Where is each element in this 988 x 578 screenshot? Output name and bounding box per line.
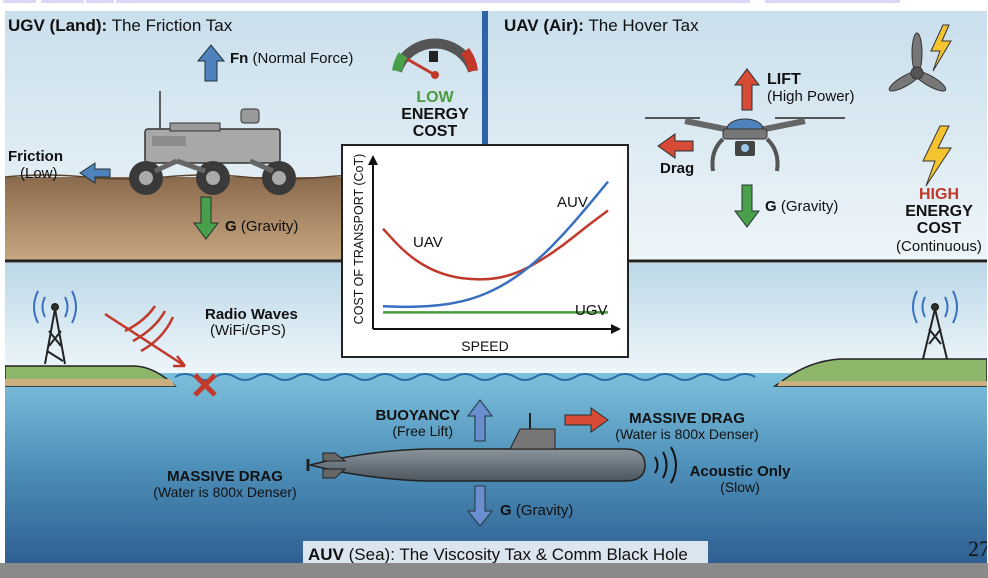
right-radio-tower-icon bbox=[912, 290, 958, 360]
series-line-uav bbox=[382, 209, 609, 281]
auv-gravity-label: G (Gravity) bbox=[500, 502, 573, 519]
series-line-auv bbox=[382, 180, 609, 309]
slide-tab[interactable] bbox=[116, 0, 750, 3]
y-axis-label: COST OF TRANSPORT (CoT) bbox=[352, 154, 366, 325]
lift-sub-label: (High Power) bbox=[767, 88, 855, 105]
low-energy-level: LOW bbox=[416, 89, 454, 106]
infographic: UGV (Land): The Friction Tax Fn (Normal … bbox=[5, 11, 987, 563]
ugv-title: UGV (Land): The Friction Tax bbox=[8, 16, 233, 35]
series-label-uav: UAV bbox=[413, 234, 443, 251]
radio-wave-blocked-icon bbox=[104, 305, 217, 397]
high-energy-line1: ENERGY bbox=[905, 203, 973, 220]
auv-caption-box bbox=[303, 541, 708, 563]
normal-force-arrow-icon bbox=[196, 44, 226, 82]
vertical-divider bbox=[482, 11, 488, 156]
left-radio-tower-icon bbox=[33, 290, 77, 365]
drag-arrow-icon bbox=[657, 133, 694, 159]
buoyancy-arrow-icon bbox=[467, 399, 493, 442]
ugv-gravity-label: G (Gravity) bbox=[225, 218, 298, 235]
low-energy-line1: ENERGY bbox=[401, 106, 469, 123]
cot-chart: SPEED COST OF TRANSPORT (CoT) UAV AUV UG… bbox=[341, 144, 629, 358]
bottom-bar bbox=[0, 563, 988, 578]
drag-label: Drag bbox=[660, 160, 694, 177]
top-slide-tab-strip bbox=[0, 0, 988, 4]
lift-arrow-icon bbox=[734, 68, 760, 111]
friction-arrow-icon bbox=[79, 162, 111, 184]
acoustic-waves-icon bbox=[654, 446, 677, 484]
chart-frame bbox=[341, 144, 629, 358]
series-label-ugv: UGV bbox=[575, 302, 608, 319]
high-energy-level: HIGH bbox=[919, 186, 959, 203]
uav-gravity-label: G (Gravity) bbox=[765, 198, 838, 215]
buoyancy-sub-label: (Free Lift) bbox=[392, 423, 453, 439]
acoustic-label: Acoustic Only bbox=[690, 463, 792, 480]
slide-tab[interactable] bbox=[765, 0, 900, 3]
drone-icon bbox=[645, 117, 845, 172]
lightning-large-icon bbox=[922, 125, 952, 187]
water-surface bbox=[174, 373, 756, 381]
submarine-icon bbox=[306, 413, 646, 482]
high-energy-line2: COST bbox=[917, 220, 962, 237]
normal-force-label: Fn (Normal Force) bbox=[230, 50, 353, 67]
low-energy-line2: COST bbox=[413, 123, 458, 140]
page-number: 27 bbox=[968, 536, 987, 561]
series-label-auv: AUV bbox=[557, 194, 588, 211]
front-drag-arrow-icon bbox=[564, 407, 609, 433]
propeller-icon bbox=[888, 32, 947, 92]
auv-gravity-arrow-icon bbox=[466, 485, 494, 527]
acoustic-sub-label: (Slow) bbox=[720, 479, 760, 495]
buoyancy-label: BUOYANCY bbox=[376, 407, 460, 424]
high-energy-note: (Continuous) bbox=[896, 238, 982, 255]
front-drag-sub-label: (Water is 800x Denser) bbox=[615, 426, 758, 442]
gravity-arrow-icon bbox=[193, 196, 219, 240]
auv-caption: AUV (Sea): The Viscosity Tax & Comm Blac… bbox=[308, 545, 688, 563]
radio-waves-sub-label: (WiFi/GPS) bbox=[210, 322, 286, 339]
lightning-small-icon bbox=[930, 24, 952, 72]
uav-title: UAV (Air): The Hover Tax bbox=[504, 16, 699, 35]
front-drag-label: MASSIVE DRAG bbox=[629, 410, 745, 427]
slide-tab[interactable] bbox=[41, 0, 84, 3]
slide: UGV (Land): The Friction Tax Fn (Normal … bbox=[5, 11, 987, 563]
uav-gravity-arrow-icon bbox=[734, 184, 760, 228]
friction-sub-label: (Low) bbox=[20, 165, 58, 182]
rear-drag-label: MASSIVE DRAG bbox=[167, 468, 283, 485]
x-axis-label: SPEED bbox=[461, 338, 508, 354]
slide-tab[interactable] bbox=[3, 0, 36, 3]
fuel-gauge-icon bbox=[392, 38, 478, 79]
right-shore bbox=[772, 358, 987, 387]
ground-rover-icon bbox=[129, 91, 296, 195]
lift-label: LIFT bbox=[767, 71, 801, 88]
friction-label: Friction bbox=[8, 148, 63, 165]
radio-waves-label: Radio Waves bbox=[205, 306, 298, 323]
slide-tab[interactable] bbox=[86, 0, 114, 3]
rear-drag-sub-label: (Water is 800x Denser) bbox=[153, 484, 296, 500]
